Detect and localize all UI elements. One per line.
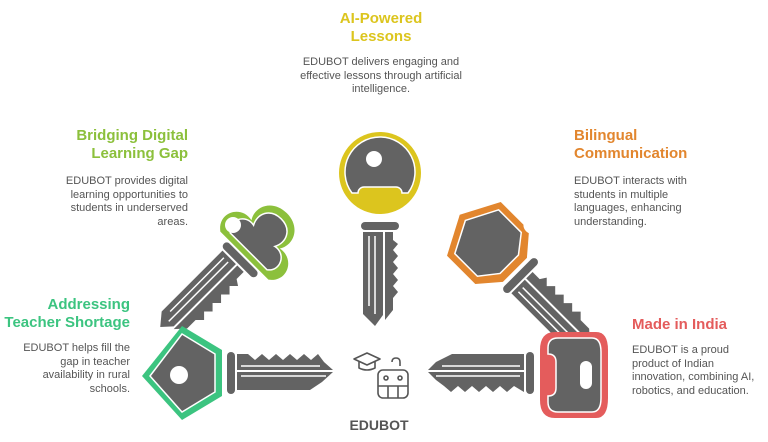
hub-label: EDUBOT (349, 417, 409, 433)
key-made-in-india (428, 332, 608, 418)
key-made-in-india-hole (580, 361, 592, 389)
item-ai-powered-title: AI-Powered Lessons (290, 10, 472, 46)
item-teacher-shortage-description: EDUBOT helps fill the gap in teacher ava… (23, 342, 130, 395)
item-bilingual-description: EDUBOT interacts with students in multip… (574, 175, 687, 228)
graduation-cap-icon (353, 352, 381, 371)
title-line: Learning Gap (91, 145, 188, 162)
key-teacher-shortage (142, 326, 333, 420)
key-bridging-digital-hole (225, 217, 241, 233)
robot-icon (377, 357, 409, 399)
item-ai-powered: AI-Powered Lessons EDUBOT delivers engag… (290, 10, 472, 97)
title-line: Bridging Digital (76, 127, 188, 144)
title-line: Teacher Shortage (4, 314, 130, 331)
title-line: Addressing (47, 296, 130, 313)
title-line: Lessons (350, 28, 412, 45)
key-ai-powered-head (344, 136, 416, 194)
item-bilingual-title: Bilingual Communication (574, 127, 714, 163)
title-line: AI-Powered (339, 10, 423, 27)
title-line: Made in India (632, 316, 728, 333)
item-made-in-india-description: EDUBOT is a proud product of Indian inno… (632, 344, 755, 397)
item-made-in-india-title: Made in India (632, 316, 768, 334)
title-line: Bilingual (574, 127, 638, 144)
key-ai-powered-blade (361, 222, 399, 326)
title-line: Communication (574, 145, 688, 162)
key-ai-powered (339, 132, 421, 326)
key-ai-powered-hole (366, 151, 382, 167)
key-teacher-shortage-hole (170, 366, 188, 384)
item-teacher-shortage-title: Addressing Teacher Shortage (0, 296, 130, 332)
item-bridging-digital: Bridging Digital Learning Gap EDUBOT pro… (40, 127, 188, 229)
item-made-in-india: Made in India EDUBOT is a proud product … (632, 316, 768, 398)
item-teacher-shortage: Addressing Teacher Shortage EDUBOT helps… (0, 296, 130, 396)
item-bridging-digital-title: Bridging Digital Learning Gap (40, 127, 188, 163)
item-ai-powered-description: EDUBOT delivers engaging and effective l… (300, 56, 462, 95)
item-bridging-digital-description: EDUBOT provides digital learning opportu… (65, 175, 188, 228)
key-bilingual-hole (523, 219, 541, 235)
item-bilingual: Bilingual Communication EDUBOT interacts… (574, 127, 714, 229)
